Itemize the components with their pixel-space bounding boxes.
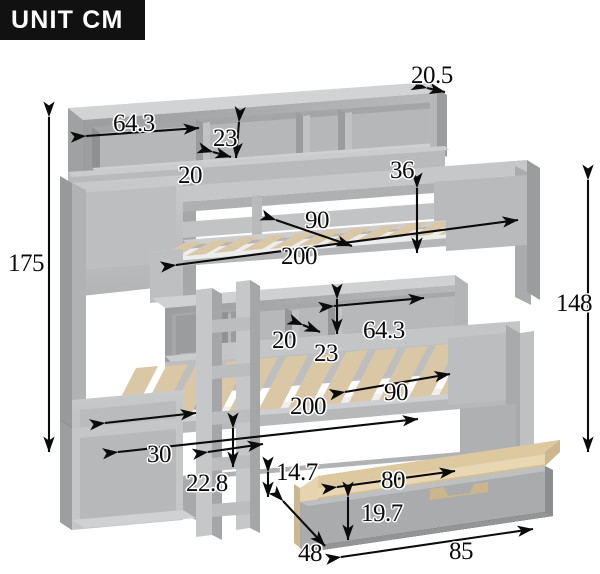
dim-lower-mattress-width: 90 [384,379,409,406]
dim-drawer-depth: 48 [298,540,323,567]
left-base-storage [60,418,196,530]
dim-drawer-inner-width: 80 [381,467,406,494]
dim-drawer-clearance: 14.7 [276,459,318,486]
dim-total-height-right: 148 [556,290,593,317]
dim-ladder-rung-spacing: 22.8 [186,470,228,497]
dim-top-shelf-height: 23 [213,125,238,152]
dim-total-height-left: 175 [8,250,45,277]
unit-banner: UNIT CM [0,0,145,40]
dim-top-shelf-depth: 20 [178,162,203,189]
dim-lower-mattress-length: 200 [290,393,327,420]
unit-label: UNIT CM [11,5,124,34]
dim-upper-mattress-length: 200 [281,243,318,270]
dim-guardrail-height: 36 [390,157,415,184]
dim-drawer-outer-width: 85 [449,538,474,565]
dim-low-shelf-height: 23 [314,340,339,367]
ladder [196,280,260,540]
dim-low-shelf-depth: 20 [272,327,297,354]
dim-upper-mattress-width: 90 [305,207,330,234]
dim-ladder-rung-width: 30 [147,441,172,468]
dim-low-shelf-width: 64.3 [363,317,405,344]
dim-drawer-front-height: 19.7 [361,500,403,527]
dim-headboard-thickness: 20.5 [411,62,453,89]
dim-top-shelf-width: 64.3 [113,110,155,137]
